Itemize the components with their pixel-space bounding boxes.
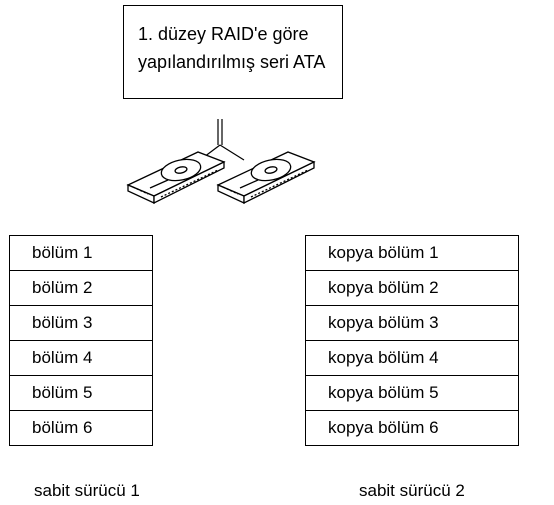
partition-cell: bölüm 6 <box>9 410 153 446</box>
partition-cell: bölüm 4 <box>9 340 153 376</box>
raid-config-line-2: yapılandırılmış seri ATA <box>138 52 326 72</box>
partition-cell: bölüm 1 <box>9 235 153 271</box>
drive-2-partition-table: kopya bölüm 1 kopya bölüm 2 kopya bölüm … <box>305 235 519 446</box>
drive-2-label: sabit sürücü 2 <box>359 481 465 500</box>
drive-1-partition-table: bölüm 1 bölüm 2 bölüm 3 bölüm 4 bölüm 5 … <box>9 235 153 446</box>
connector-lines <box>199 119 245 161</box>
partition-cell: bölüm 3 <box>9 305 153 341</box>
hard-drive-icon <box>216 151 316 205</box>
mirror-partition-cell: kopya bölüm 4 <box>305 340 519 376</box>
raid-config-line-1: 1. düzey RAID'e göre <box>138 24 309 44</box>
hard-drive-icon <box>126 151 226 205</box>
mirror-partition-cell: kopya bölüm 1 <box>305 235 519 271</box>
raid-config-box: 1. düzey RAID'e göre yapılandırılmış ser… <box>123 5 343 99</box>
mirror-partition-cell: kopya bölüm 6 <box>305 410 519 446</box>
drive-connection-diagram <box>126 119 316 205</box>
mirror-partition-cell: kopya bölüm 3 <box>305 305 519 341</box>
drive-1-label: sabit sürücü 1 <box>34 481 140 500</box>
partition-cell: bölüm 2 <box>9 270 153 306</box>
partition-cell: bölüm 5 <box>9 375 153 411</box>
mirror-partition-cell: kopya bölüm 2 <box>305 270 519 306</box>
mirror-partition-cell: kopya bölüm 5 <box>305 375 519 411</box>
